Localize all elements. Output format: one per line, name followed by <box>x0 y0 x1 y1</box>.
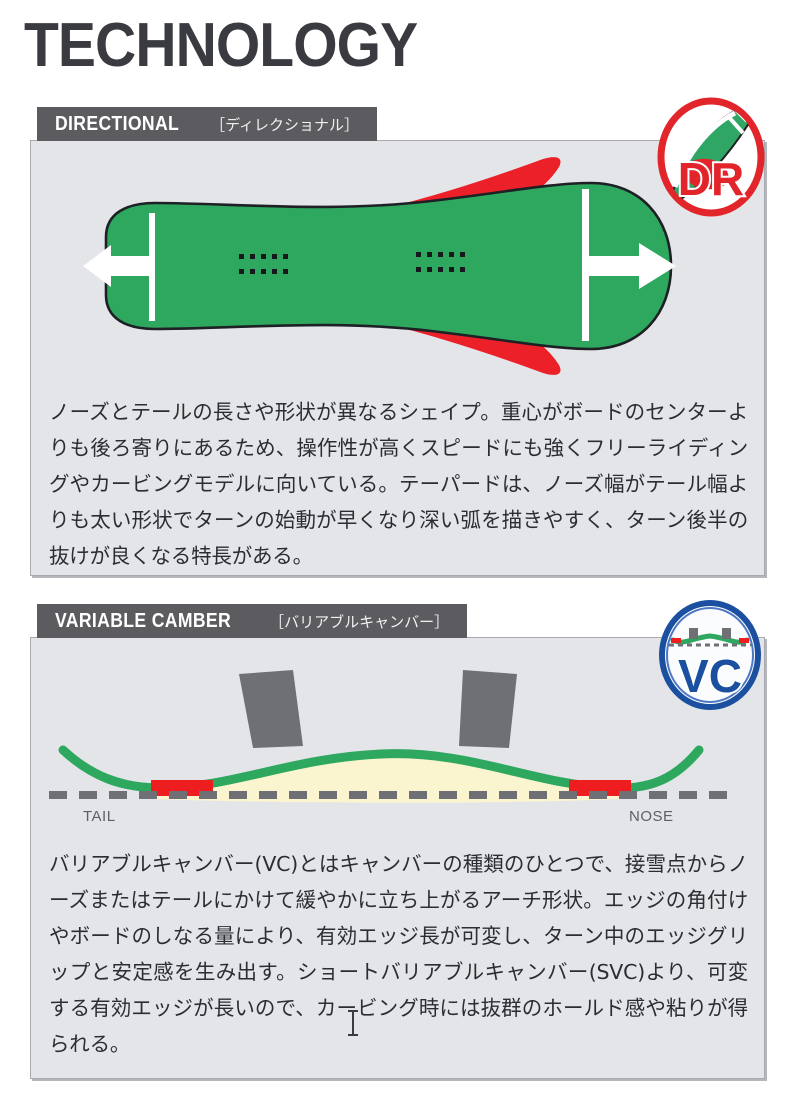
description-directional: ノーズとテールの長さや形状が異なるシェイプ。重心がボードのセンターよりも後ろ寄り… <box>49 400 748 568</box>
camber-fill-area <box>141 753 628 803</box>
tail-arrow-icon <box>83 245 149 287</box>
binding-block-nose <box>459 670 517 748</box>
panel-directional: DIRECTIONAL ［ディレクショナル］ <box>30 107 765 576</box>
panel-header-title-jp: ［ディレクショナル］ <box>210 116 360 134</box>
label-nose: NOSE <box>629 808 674 825</box>
dr-badge-tip-line <box>725 113 745 135</box>
panel-header-title-en: DIRECTIONAL <box>55 112 180 135</box>
directional-board-diagram <box>83 157 676 375</box>
page-title: TECHNOLOGY <box>24 11 418 80</box>
contact-patch-nose <box>569 780 631 796</box>
text-cursor-caret <box>348 1010 358 1036</box>
label-tail: TAIL <box>83 808 116 825</box>
dr-badge: DR <box>657 97 765 217</box>
vc-badge-inner-ring <box>666 607 754 703</box>
panel-variable-camber: VARIABLE CAMBER ［バリアブルキャンバー］ TAIL NOSE バ… <box>30 604 765 1079</box>
nose-arrow-icon <box>587 243 676 289</box>
vc-badge-camber-graphic <box>669 628 751 647</box>
panel-header-title-jp: ［バリアブルキャンバー］ <box>269 613 450 631</box>
contact-patch-tail <box>151 780 213 796</box>
vc-badge-label: VC <box>678 650 742 702</box>
binding-block-tail <box>239 670 303 748</box>
dr-badge-accent <box>683 158 729 190</box>
dr-badge-label: DR <box>678 153 744 205</box>
insert-pack-front <box>416 252 465 272</box>
description-variable-camber: バリアブルキャンバー(VC)とはキャンバーの種類のひとつで、接雪点からノーズまた… <box>49 852 748 1056</box>
panel-header-camber: VARIABLE CAMBER ［バリアブルキャンバー］ <box>37 604 468 638</box>
vc-badge: VC <box>659 600 761 710</box>
tail-reference-line <box>149 213 155 321</box>
insert-pack-rear <box>239 254 288 274</box>
variable-camber-diagram <box>49 670 731 803</box>
nose-reference-line <box>582 189 589 341</box>
panel-header-title-en: VARIABLE CAMBER <box>55 609 232 632</box>
panel-header-directional: DIRECTIONAL ［ディレクショナル］ <box>37 107 378 141</box>
